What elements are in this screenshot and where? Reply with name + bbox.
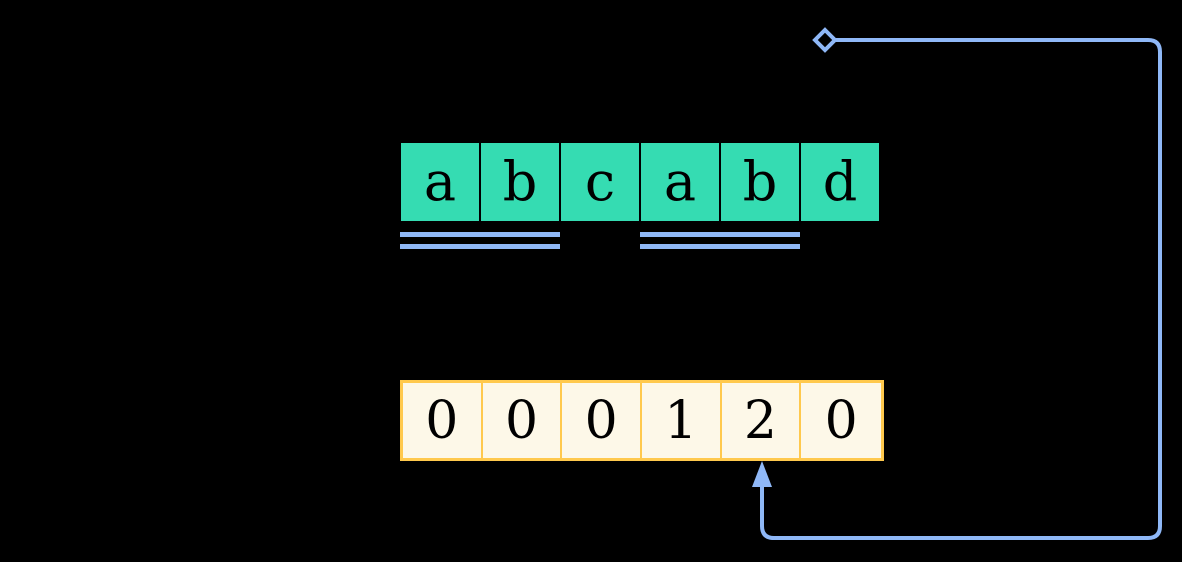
lps-cell[interactable]: 0 — [562, 383, 642, 458]
lps-cell[interactable]: 1 — [641, 383, 722, 458]
lps-cell[interactable]: 0 — [482, 383, 563, 458]
lps-value-array: 0 0 0 1 2 0 — [400, 380, 884, 461]
diamond-marker-icon — [812, 27, 838, 53]
string-cell[interactable]: b — [721, 143, 799, 221]
underline-bar — [400, 232, 560, 237]
feedback-connector-line — [760, 38, 1162, 540]
underline-bar — [640, 232, 800, 237]
pattern-string-array: a b c a b d — [401, 143, 879, 221]
lps-cell[interactable]: 2 — [721, 383, 802, 458]
string-cell[interactable]: a — [401, 143, 479, 221]
string-cell[interactable]: b — [481, 143, 559, 221]
lps-cell[interactable]: 0 — [403, 383, 483, 458]
lps-cell[interactable]: 0 — [801, 383, 881, 458]
string-cell[interactable]: d — [801, 143, 879, 221]
underline-bar — [400, 244, 560, 249]
arrowhead-icon — [752, 461, 772, 487]
underline-bar — [640, 244, 800, 249]
string-cell[interactable]: c — [561, 143, 639, 221]
string-cell[interactable]: a — [641, 143, 719, 221]
prefix-match-underline — [400, 232, 560, 249]
suffix-match-underline — [640, 232, 800, 249]
